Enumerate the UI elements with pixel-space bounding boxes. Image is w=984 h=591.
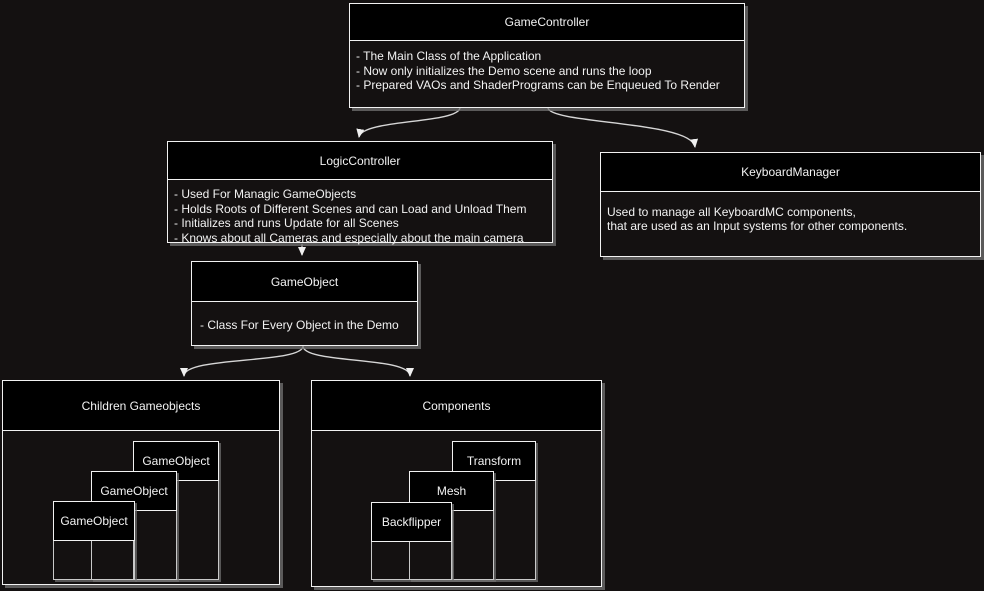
node-keyboardmanager-title: KeyboardManager <box>601 153 980 192</box>
node-gameobject[interactable]: GameObject - Class For Every Object in t… <box>191 261 418 346</box>
edge-gameobject-childrengameobjects[interactable] <box>180 345 304 377</box>
node-keyboardmanager[interactable]: KeyboardManager Used to manage all Keybo… <box>600 152 981 257</box>
group-children-gameobjects[interactable]: Children Gameobjects GameObject GameObje… <box>2 380 280 585</box>
node-logiccontroller[interactable]: LogicController - Used For Managic GameO… <box>167 141 553 245</box>
text-line: - Prepared VAOs and ShaderPrograms can b… <box>356 78 720 92</box>
mini-node-backflipper-body <box>371 542 452 580</box>
edge-gamecontroller-keyboardmanager[interactable] <box>547 107 699 148</box>
text-line: - Initializes and runs Update for all Sc… <box>174 216 399 230</box>
text-line: - Used For Managic GameObjects <box>174 187 357 201</box>
node-gameobject-body: - Class For Every Object in the Demo <box>192 302 417 345</box>
text-line: - Now only initializes the Demo scene an… <box>356 63 652 78</box>
mini-node-transform[interactable]: Transform <box>452 441 536 580</box>
mini-node-backflipper-title: Backflipper <box>371 502 452 542</box>
node-gameobject-title: GameObject <box>192 262 417 302</box>
mini-node-backflipper[interactable]: Backflipper <box>371 502 452 580</box>
group-components-title: Components <box>312 381 601 431</box>
text-line: - Class For Every Object in the Demo <box>200 318 399 332</box>
node-gamecontroller-title: GameController <box>350 4 744 41</box>
edge-gamecontroller-logiccontroller[interactable] <box>356 107 461 138</box>
text-line: - Holds Roots of Different Scenes and ca… <box>174 201 527 216</box>
node-keyboardmanager-body: Used to manage all KeyboardMC components… <box>601 192 980 256</box>
node-logiccontroller-title: LogicController <box>168 142 552 180</box>
text-line: - The Main Class of the Application <box>356 49 542 63</box>
mini-node-gameobject-front-body <box>53 541 135 580</box>
group-children-gameobjects-title: Children Gameobjects <box>3 381 279 431</box>
text-line: that are used as an Input systems for ot… <box>607 219 908 233</box>
text-line: Used to manage all KeyboardMC components… <box>607 205 856 219</box>
node-gamecontroller-body: - The Main Class of the Application - No… <box>350 41 744 107</box>
group-components[interactable]: Components Transform Mesh Backflipper <box>311 380 602 587</box>
text-line: - Knows about all Cameras and especially… <box>174 230 524 245</box>
mini-node-gameobject-front-title: GameObject <box>53 501 135 541</box>
mini-node-gameobject-front[interactable]: GameObject <box>53 501 135 580</box>
mini-node-transform-title: Transform <box>452 441 536 481</box>
edge-gameobject-components[interactable] <box>302 345 414 377</box>
mini-node-transform-body <box>452 481 536 580</box>
node-gamecontroller[interactable]: GameController - The Main Class of the A… <box>349 3 745 108</box>
node-logiccontroller-body: - Used For Managic GameObjects - Holds R… <box>168 180 552 245</box>
